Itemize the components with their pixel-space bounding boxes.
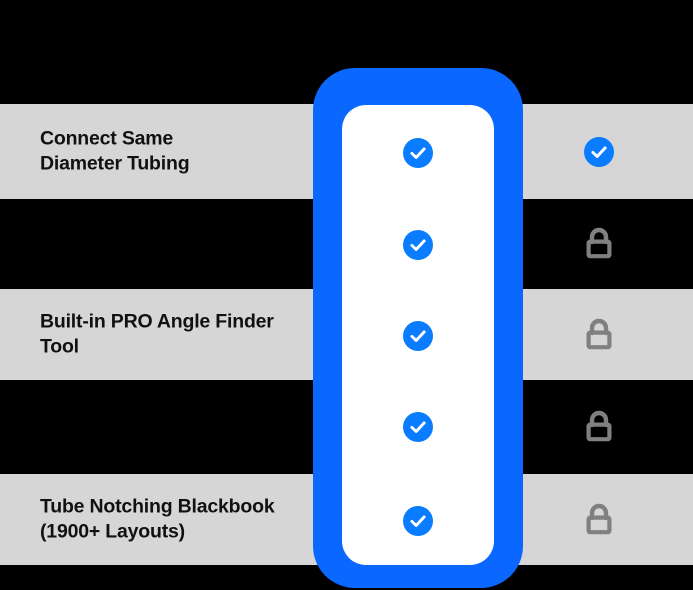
lock-icon: [586, 227, 612, 259]
check-circle-icon: [584, 136, 614, 167]
row-right-status: [582, 501, 616, 539]
featured-column-card[interactable]: [342, 105, 494, 565]
lock-icon: [586, 410, 612, 442]
row-right-status: [582, 408, 616, 446]
row-label: Tube Notching Blackbook (1900+ Layouts): [40, 494, 275, 543]
lock-icon: [586, 503, 612, 534]
lock-icon: [586, 318, 612, 349]
row-right-status: [582, 225, 616, 263]
row-label: Built-in PRO Angle Finder Tool: [40, 309, 274, 358]
row-right-status: [584, 136, 614, 167]
row-label: Connect Same Diameter Tubing: [40, 126, 190, 175]
row-right-status: [582, 316, 616, 354]
